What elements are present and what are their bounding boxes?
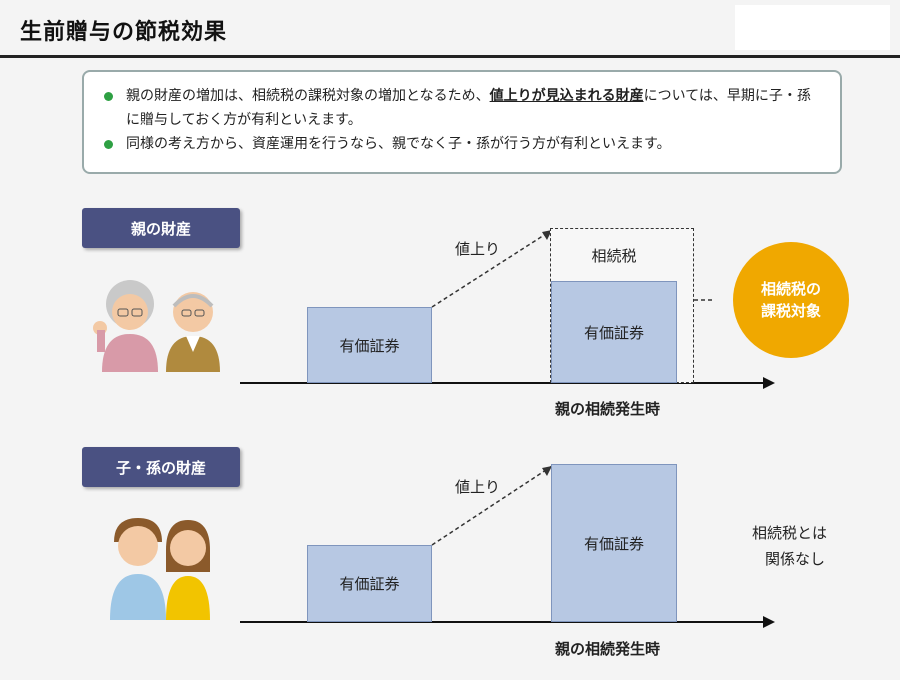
taxable-target-text: 相続税の課税対象 <box>760 280 821 320</box>
bullet-item-1: 親の財産の増加は、相続税の課税対象の増加となるため、値上りが見込まれる財産につい… <box>104 84 824 132</box>
child-after-securities-box: 有価証券 <box>551 464 677 622</box>
inheritance-tax-box: 相続税 <box>591 246 637 265</box>
parent-before-securities-box: 有価証券 <box>307 307 432 383</box>
bullet1-highlight: 値上りが見込まれる財産 <box>489 88 644 104</box>
parent-after-securities-box: 有価証券 <box>551 281 677 383</box>
taxable-target-circle: 相続税の課税対象 <box>733 242 849 358</box>
page-title: 生前贈与の節税効果 <box>20 20 228 45</box>
elderly-couple-illustration <box>93 280 220 372</box>
child-note-line1: 相続税とは <box>752 524 828 542</box>
bullet-dot-icon <box>104 140 113 149</box>
parent-assets-label: 親の財産 <box>82 208 240 248</box>
header-blank-area <box>735 5 890 50</box>
title-divider <box>0 55 900 58</box>
bullet1-text-post: については、早期に子・孫に贈与しておく方が有利といえます。 <box>126 88 811 128</box>
info-box: 親の財産の増加は、相続税の課税対象の増加となるため、値上りが見込まれる財産につい… <box>82 70 842 174</box>
young-couple-illustration <box>110 518 210 620</box>
bullet2-text: 同様の考え方から、資産運用を行うなら、親でなく子・孫が行う方が有利といえます。 <box>126 136 671 152</box>
parent-rise-label: 値上り <box>455 240 501 258</box>
child-axis-label: 親の相続発生時 <box>555 640 661 658</box>
bullet1-text-pre: 親の財産の増加は、相続税の課税対象の増加となるため、 <box>126 88 490 104</box>
bullet-dot-icon <box>104 92 113 101</box>
child-rise-label: 値上り <box>455 478 501 496</box>
child-note-line2: 関係なし <box>765 550 826 568</box>
bullet-item-2: 同様の考え方から、資産運用を行うなら、親でなく子・孫が行う方が有利といえます。 <box>104 132 824 156</box>
child-before-securities-box: 有価証券 <box>307 545 432 622</box>
child-assets-label: 子・孫の財産 <box>82 447 240 487</box>
parent-axis-label: 親の相続発生時 <box>555 400 661 418</box>
